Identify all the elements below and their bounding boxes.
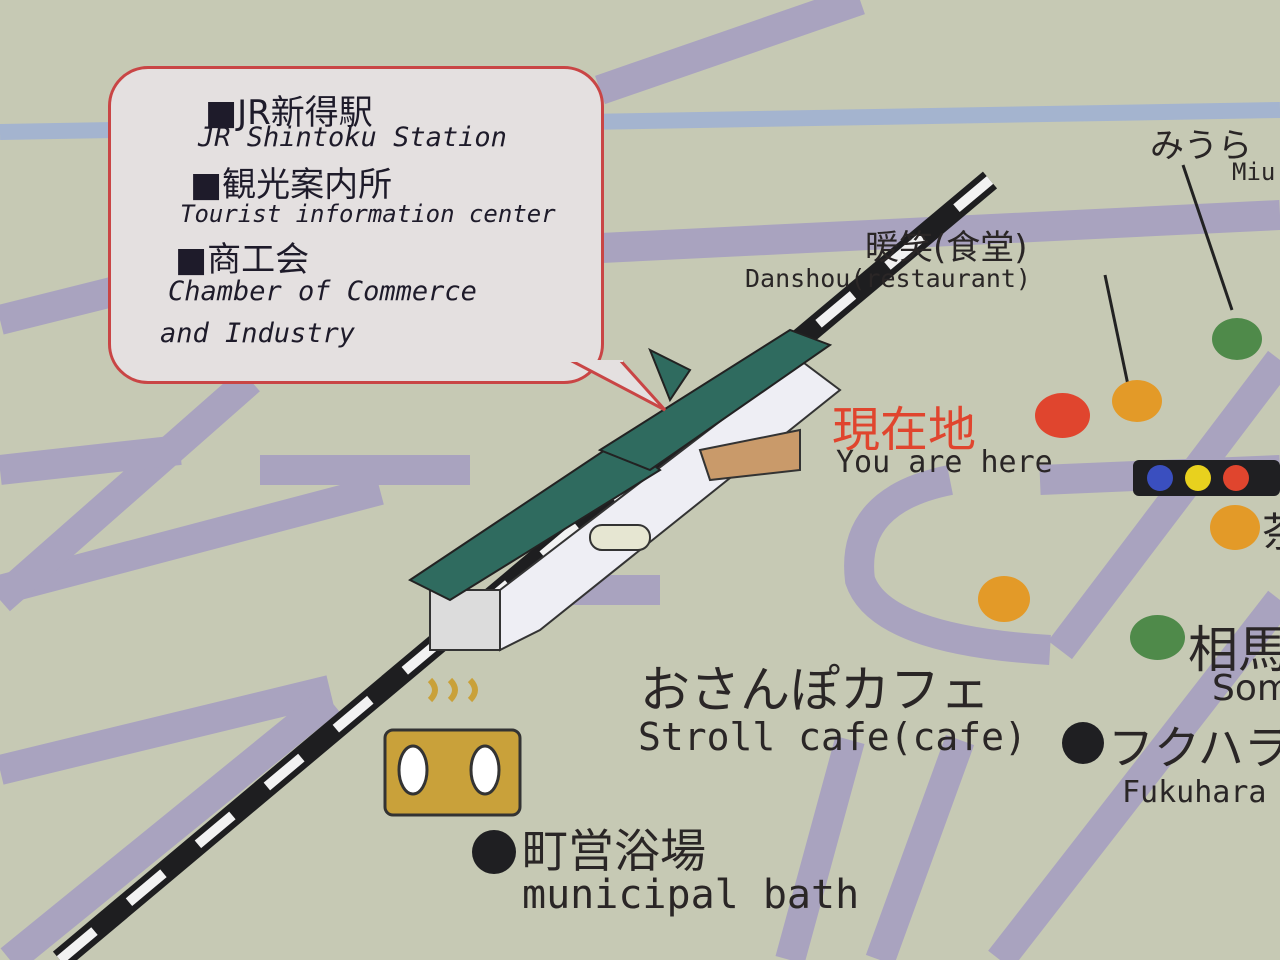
green-marker-icon (1130, 615, 1185, 660)
road (0, 688, 340, 960)
miura-label-ja: みうら (1150, 126, 1252, 166)
road (844, 465, 1051, 665)
bath-label-en: municipal bath (522, 872, 860, 918)
station-building-icon (408, 328, 842, 652)
callout-commerce-en: Chamber of Commerce (168, 276, 477, 307)
road (775, 736, 865, 960)
bath-label-ja: 町営浴場 (522, 824, 706, 878)
cafe-label-ja: おさんぽカフェ (640, 661, 990, 719)
fukuhara-label-ja: フクハラ (1108, 721, 1280, 775)
orange-marker-icon (978, 576, 1030, 622)
here-label-ja: 現在地 (832, 402, 977, 458)
traffic-light-icon (1133, 460, 1280, 496)
road (0, 368, 260, 612)
cafe-label-en: Stroll cafe(cafe) (638, 715, 1027, 759)
partial-label-ja: 茶 (1262, 500, 1280, 558)
road (0, 435, 182, 485)
callout-station-en: JR Shintoku Station (198, 122, 507, 153)
orange-marker-icon (1210, 505, 1260, 550)
danshou-label-en: Danshou(restaurant) (745, 264, 1031, 293)
road (595, 0, 865, 105)
callout-commerce-en2: and Industry (160, 318, 356, 349)
current-location-dot-icon (1035, 393, 1090, 438)
hot-spring-bath-mascot-icon (383, 677, 522, 817)
souma-label-ja: 相馬 (1188, 621, 1280, 679)
road (1048, 350, 1280, 660)
road (865, 734, 975, 960)
miura-label-en: Miu (1232, 158, 1276, 186)
callout-pointer (568, 360, 667, 412)
callout-station-ja: ■JR新得駅 (205, 93, 373, 133)
road (988, 590, 1280, 960)
callout-commerce-ja: ■商工会 (175, 240, 310, 280)
orange-marker-icon (1112, 380, 1162, 422)
danshou-label-ja: 暖笑(食堂) (865, 228, 1028, 268)
callout-bubble (108, 66, 604, 384)
black-marker-icon (1062, 722, 1104, 764)
callout-tourist-ja: ■観光案内所 (190, 165, 393, 205)
souma-label-en: Som (1212, 668, 1280, 709)
road (0, 475, 384, 605)
road (0, 675, 334, 785)
green-marker-icon (1212, 318, 1262, 360)
callout-tourist-en: Tourist information center (180, 200, 556, 228)
fukuhara-label-en: Fukuhara (1122, 775, 1267, 810)
here-label-en: You are here (836, 445, 1053, 480)
black-marker-icon (472, 830, 516, 874)
